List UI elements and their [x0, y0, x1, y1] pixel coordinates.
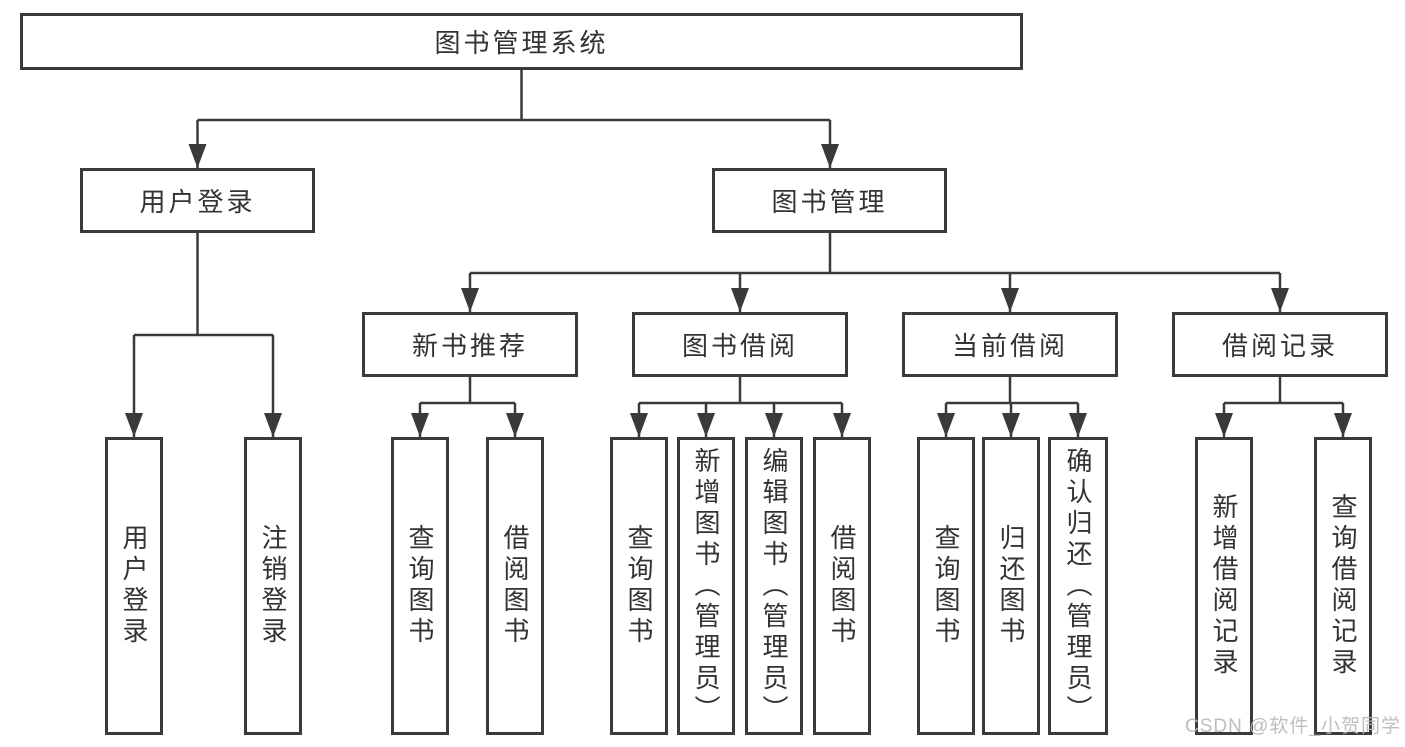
leaf-borrow-book-a: 借阅图书 — [486, 437, 544, 735]
leaf-borrow-book-b-label: 借阅图书 — [827, 524, 857, 648]
leaf-user-login-label: 用户登录 — [119, 524, 149, 648]
csdn-watermark: CSDN @软件_小贺同学 — [1185, 716, 1401, 737]
leaf-query-record: 查询借阅记录 — [1314, 437, 1372, 735]
leaf-confirm-return-label: 确认归还（管理员） — [1063, 446, 1093, 726]
node-borrow-record-label: 借阅记录 — [1221, 331, 1338, 361]
node-current-borrow-label: 当前借阅 — [951, 331, 1068, 361]
node-book-borrow: 图书借阅 — [632, 312, 848, 377]
node-new-book-rec: 新书推荐 — [362, 312, 578, 377]
node-user-login: 用户登录 — [80, 168, 315, 233]
leaf-edit-book: 编辑图书（管理员） — [745, 437, 803, 735]
leaf-edit-book-label: 编辑图书（管理员） — [759, 446, 789, 726]
node-user-login-label: 用户登录 — [139, 187, 256, 217]
leaf-query-book-c-label: 查询图书 — [931, 524, 961, 648]
leaf-confirm-return: 确认归还（管理员） — [1048, 437, 1108, 735]
node-root: 图书管理系统 — [20, 13, 1023, 70]
tree-trunk-lines — [134, 70, 1343, 405]
leaf-query-book-a: 查询图书 — [391, 437, 449, 735]
leaf-query-book-b: 查询图书 — [610, 437, 668, 735]
leaf-return-book-label: 归还图书 — [996, 524, 1026, 648]
leaf-query-book-a-label: 查询图书 — [405, 524, 435, 648]
leaf-borrow-book-b: 借阅图书 — [813, 437, 871, 735]
node-book-borrow-label: 图书借阅 — [681, 331, 798, 361]
leaf-add-record-label: 新增借阅记录 — [1209, 493, 1239, 679]
leaf-add-book-label: 新增图书（管理员） — [691, 446, 721, 726]
leaf-return-book: 归还图书 — [982, 437, 1040, 735]
node-root-label: 图书管理系统 — [434, 28, 609, 58]
node-current-borrow: 当前借阅 — [902, 312, 1118, 377]
leaf-logout-label: 注销登录 — [258, 524, 288, 648]
node-book-mgmt-label: 图书管理 — [771, 187, 888, 217]
leaf-query-book-b-label: 查询图书 — [624, 524, 654, 648]
node-new-book-rec-label: 新书推荐 — [411, 331, 528, 361]
node-borrow-record: 借阅记录 — [1172, 312, 1388, 377]
leaf-query-book-c: 查询图书 — [917, 437, 975, 735]
leaf-add-record: 新增借阅记录 — [1195, 437, 1253, 735]
leaf-add-book: 新增图书（管理员） — [677, 437, 735, 735]
leaf-user-login: 用户登录 — [105, 437, 163, 735]
node-book-mgmt: 图书管理 — [712, 168, 947, 233]
leaf-query-record-label: 查询借阅记录 — [1328, 493, 1358, 679]
leaf-borrow-book-a-label: 借阅图书 — [500, 524, 530, 648]
leaf-logout: 注销登录 — [244, 437, 302, 735]
